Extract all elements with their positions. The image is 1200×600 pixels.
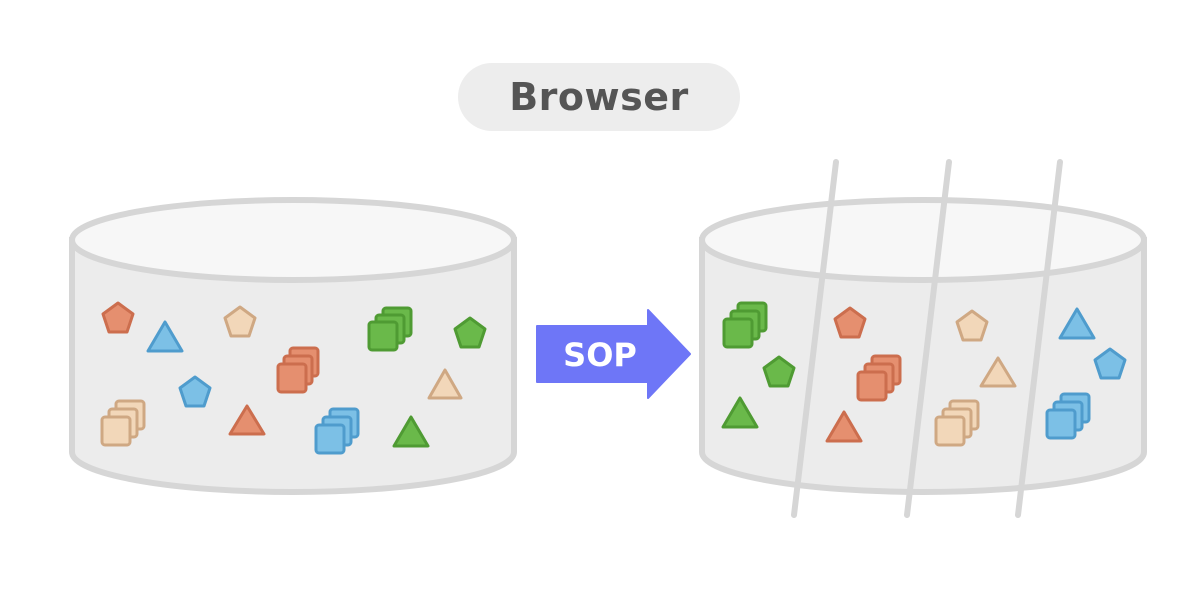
triangle-icon xyxy=(979,356,1017,388)
browser-title: Browser xyxy=(458,63,740,131)
square-stack-icon xyxy=(722,301,768,349)
pentagon-icon xyxy=(101,301,135,334)
square-stack-icon xyxy=(314,407,360,455)
partition-line xyxy=(791,159,839,518)
pentagon-icon xyxy=(762,355,796,388)
square-stack-icon xyxy=(856,354,902,402)
sop-arrow: SOP xyxy=(536,309,691,399)
partition-line xyxy=(1015,159,1063,518)
square-stack-icon xyxy=(1045,392,1091,440)
partition-line xyxy=(904,159,952,518)
pentagon-icon xyxy=(178,375,212,408)
triangle-icon xyxy=(1058,307,1096,340)
pentagon-icon xyxy=(453,316,487,349)
triangle-icon xyxy=(721,396,759,429)
triangle-icon xyxy=(228,404,266,436)
left-container xyxy=(69,197,517,495)
pentagon-icon xyxy=(955,309,989,342)
square-stack-icon xyxy=(934,399,980,447)
partition-lines xyxy=(791,159,1063,518)
square-stack-icon xyxy=(100,399,146,447)
square-stack-icon xyxy=(367,306,413,352)
triangle-icon xyxy=(392,415,430,448)
right-container xyxy=(699,197,1147,495)
arrow-label: SOP xyxy=(563,336,637,374)
right-shapes xyxy=(721,301,1127,447)
arrow-shape xyxy=(536,309,691,399)
left-container-top xyxy=(69,197,517,283)
square-stack-icon xyxy=(276,346,320,394)
right-container-top xyxy=(699,197,1147,283)
pentagon-icon xyxy=(833,306,867,339)
triangle-icon xyxy=(146,320,184,353)
triangle-icon xyxy=(825,410,863,443)
pentagon-icon xyxy=(223,305,257,338)
triangle-icon xyxy=(427,368,463,400)
pentagon-icon xyxy=(1093,347,1127,380)
left-shapes xyxy=(100,301,487,455)
